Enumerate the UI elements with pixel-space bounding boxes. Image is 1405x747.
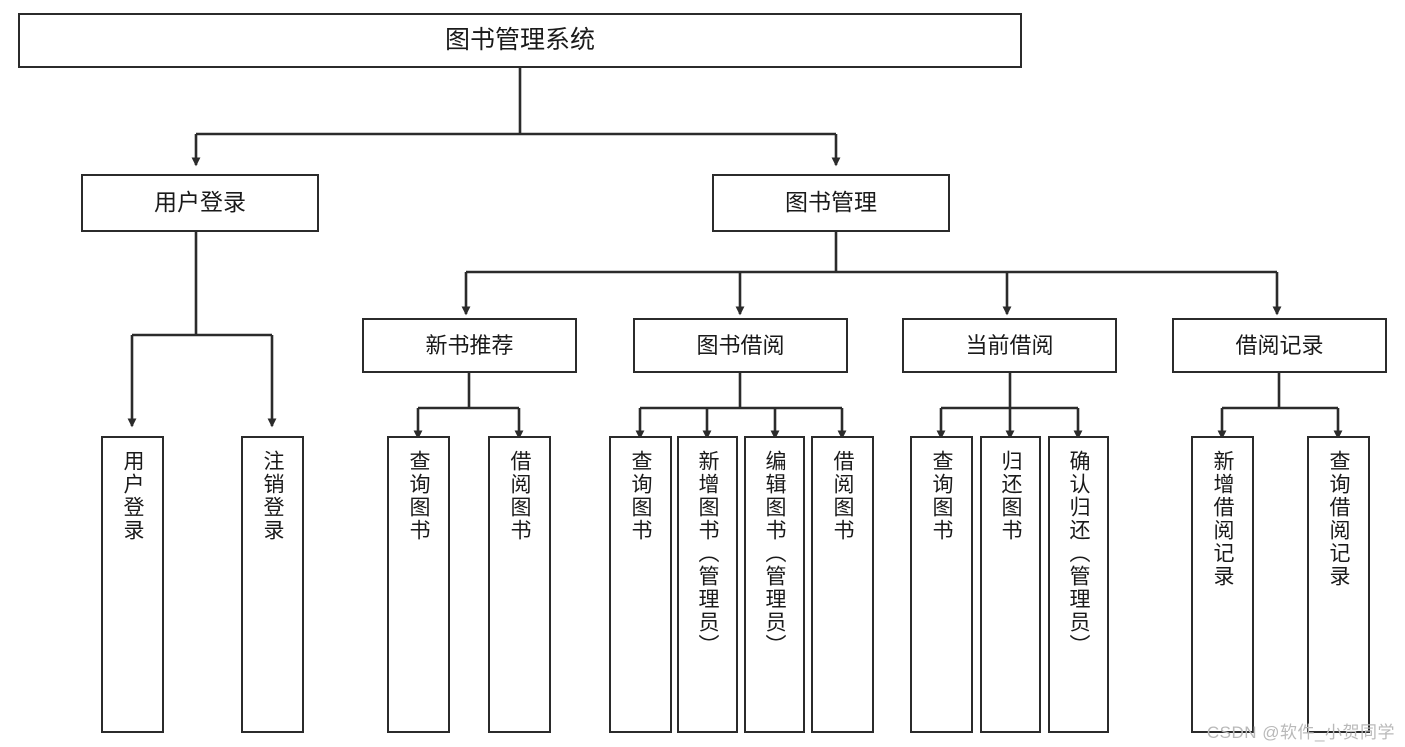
node-label: 查询借阅记录 (1327, 450, 1350, 588)
node-book-borrowing[interactable]: 图书借阅 (633, 318, 848, 373)
leaf-book-borrow-borrow[interactable]: 借阅图书 (811, 436, 874, 733)
node-root-book-management-system[interactable]: 图书管理系统 (18, 13, 1022, 68)
node-label: 新增借阅记录 (1211, 450, 1234, 588)
node-label: 图书借阅 (696, 332, 785, 358)
node-label: 查询图书 (930, 450, 953, 542)
leaf-book-borrow-add[interactable]: 新增图书（管理员） (677, 436, 738, 733)
node-label: 编辑图书（管理员） (763, 450, 786, 657)
node-new-book-recommendation[interactable]: 新书推荐 (362, 318, 577, 373)
node-label: 借阅图书 (508, 450, 531, 542)
node-label: 借阅记录 (1235, 332, 1324, 358)
node-label: 图书管理系统 (444, 25, 595, 54)
leaf-book-borrow-edit[interactable]: 编辑图书（管理员） (744, 436, 805, 733)
node-label: 确认归还（管理员） (1067, 450, 1090, 657)
node-current-borrowing[interactable]: 当前借阅 (902, 318, 1117, 373)
node-label: 用户登录 (154, 189, 246, 216)
node-label: 用户登录 (121, 450, 144, 542)
leaf-new-book-borrow[interactable]: 借阅图书 (488, 436, 551, 733)
node-label: 当前借阅 (965, 332, 1054, 358)
node-label: 查询图书 (629, 450, 652, 542)
leaf-user-login-login[interactable]: 用户登录 (101, 436, 164, 733)
node-book-management[interactable]: 图书管理 (712, 174, 950, 232)
leaf-current-borrow-query[interactable]: 查询图书 (910, 436, 973, 733)
leaf-current-borrow-return[interactable]: 归还图书 (980, 436, 1041, 733)
leaf-borrow-record-add[interactable]: 新增借阅记录 (1191, 436, 1254, 733)
leaf-borrow-record-query[interactable]: 查询借阅记录 (1307, 436, 1370, 733)
node-label: 新增图书（管理员） (696, 450, 719, 657)
node-label: 新书推荐 (425, 332, 514, 358)
leaf-new-book-query[interactable]: 查询图书 (387, 436, 450, 733)
node-user-login[interactable]: 用户登录 (81, 174, 319, 232)
node-label: 注销登录 (261, 450, 284, 542)
node-label: 查询图书 (407, 450, 430, 542)
node-label: 归还图书 (999, 450, 1022, 542)
leaf-current-borrow-confirm-return[interactable]: 确认归还（管理员） (1048, 436, 1109, 733)
csdn-watermark: CSDN @软件_小贺同学 (1206, 723, 1395, 742)
leaf-user-login-logout[interactable]: 注销登录 (241, 436, 304, 733)
node-borrowing-records[interactable]: 借阅记录 (1172, 318, 1387, 373)
node-label: 借阅图书 (831, 450, 854, 542)
node-label: 图书管理 (785, 189, 877, 216)
leaf-book-borrow-query[interactable]: 查询图书 (609, 436, 672, 733)
